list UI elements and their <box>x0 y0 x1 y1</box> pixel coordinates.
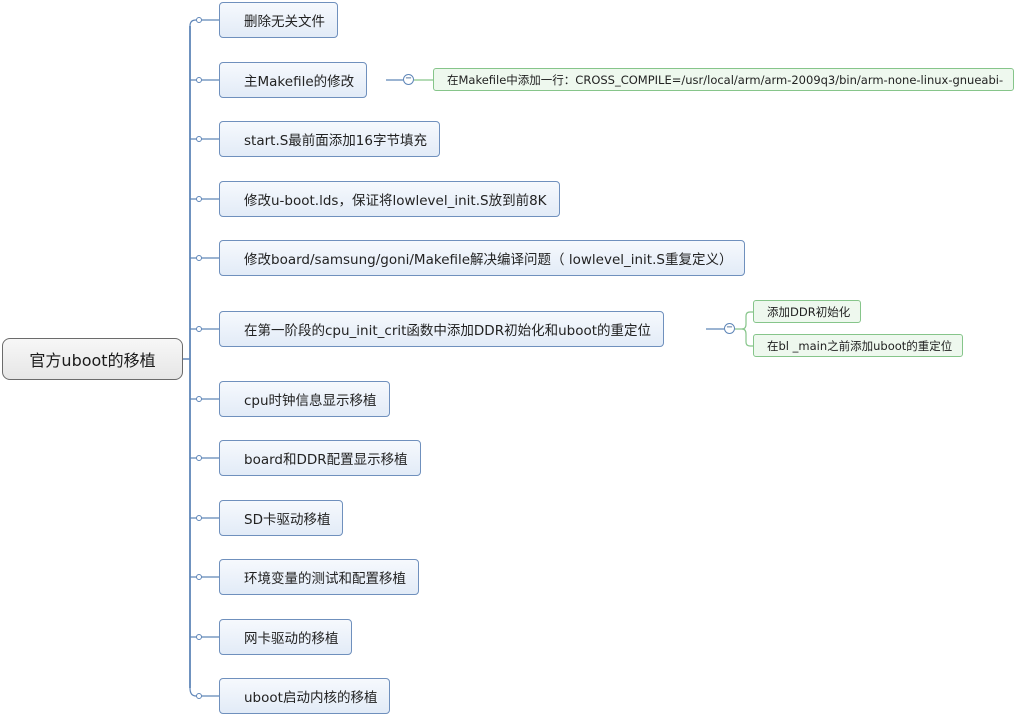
topic-node-env-vars[interactable]: 环境变量的测试和配置移植 <box>219 559 419 595</box>
topic-label: 网卡驱动的移植 <box>244 631 339 647</box>
topic-node-delete-files[interactable]: 删除无关文件 <box>219 2 338 38</box>
collapse-toggle-icon[interactable]: − <box>724 323 735 334</box>
topic-label: SD卡驱动移植 <box>244 512 331 528</box>
connector-joint-dot <box>196 634 202 640</box>
root-node[interactable]: 官方uboot的移植 <box>2 338 183 380</box>
topic-node-boot-kernel[interactable]: uboot启动内核的移植 <box>219 678 391 714</box>
topic-label: 在第一阶段的cpu_init_crit函数中添加DDR初始化和uboot的重定位 <box>244 323 652 339</box>
connector-joint-dot <box>196 574 202 580</box>
connector-joint-dot <box>196 77 202 83</box>
topic-node-makefile[interactable]: 主Makefile的修改 <box>219 62 368 98</box>
connector-joint-dot <box>196 196 202 202</box>
topic-label: 主Makefile的修改 <box>244 74 355 90</box>
topic-node-goni-makefile[interactable]: 修改board/samsung/goni/Makefile解决编译问题（ low… <box>219 240 746 276</box>
collapse-toggle-icon[interactable]: − <box>403 74 414 85</box>
topic-label: 环境变量的测试和配置移植 <box>244 571 406 587</box>
connector-joint-dot <box>196 255 202 261</box>
topic-node-sd-driver[interactable]: SD卡驱动移植 <box>219 500 344 536</box>
topic-label: cpu时钟信息显示移植 <box>244 393 377 409</box>
connector-joint-dot <box>196 396 202 402</box>
topic-node-start-s[interactable]: start.S最前面添加16字节填充 <box>219 121 440 157</box>
topic-node-net-driver[interactable]: 网卡驱动的移植 <box>219 619 352 655</box>
root-label: 官方uboot的移植 <box>29 351 156 370</box>
connector-line <box>735 311 753 330</box>
topic-node-uboot-lds[interactable]: 修改u-boot.lds，保证将lowlevel_init.S放到前8K <box>219 181 560 217</box>
topic-label: uboot启动内核的移植 <box>244 690 378 706</box>
connector-joint-dot <box>196 693 202 699</box>
connector-joint-dot <box>196 17 202 23</box>
connector-joint-dot <box>196 515 202 521</box>
topic-node-cpu-init-crit[interactable]: 在第一阶段的cpu_init_crit函数中添加DDR初始化和uboot的重定位 <box>219 311 665 347</box>
connector-joint-dot <box>196 455 202 461</box>
topic-label: 删除无关文件 <box>244 14 325 30</box>
topic-label: board和DDR配置显示移植 <box>244 452 408 468</box>
connector-joint-dot <box>196 136 202 142</box>
subtopic-label: 添加DDR初始化 <box>767 304 851 319</box>
connector-line <box>741 328 753 347</box>
subtopic-node-relocation[interactable]: 在bl _main之前添加uboot的重定位 <box>753 334 964 357</box>
topic-label: start.S最前面添加16字节填充 <box>244 133 427 149</box>
topic-node-board-ddr[interactable]: board和DDR配置显示移植 <box>219 440 421 476</box>
subtopic-node-ddr-init[interactable]: 添加DDR初始化 <box>753 300 862 323</box>
topic-node-cpu-clock[interactable]: cpu时钟信息显示移植 <box>219 381 390 417</box>
connector-line <box>189 19 219 27</box>
subtopic-label: 在bl _main之前添加uboot的重定位 <box>767 338 953 353</box>
topic-label: 修改board/samsung/goni/Makefile解决编译问题（ low… <box>244 252 733 268</box>
subtopic-node-cross-compile[interactable]: 在Makefile中添加一行：CROSS_COMPILE=/usr/local/… <box>433 68 1015 91</box>
connector-joint-dot <box>196 326 202 332</box>
connector-line <box>189 687 219 697</box>
topic-label: 修改u-boot.lds，保证将lowlevel_init.S放到前8K <box>244 193 547 209</box>
subtopic-label: 在Makefile中添加一行：CROSS_COMPILE=/usr/local/… <box>447 72 1004 87</box>
